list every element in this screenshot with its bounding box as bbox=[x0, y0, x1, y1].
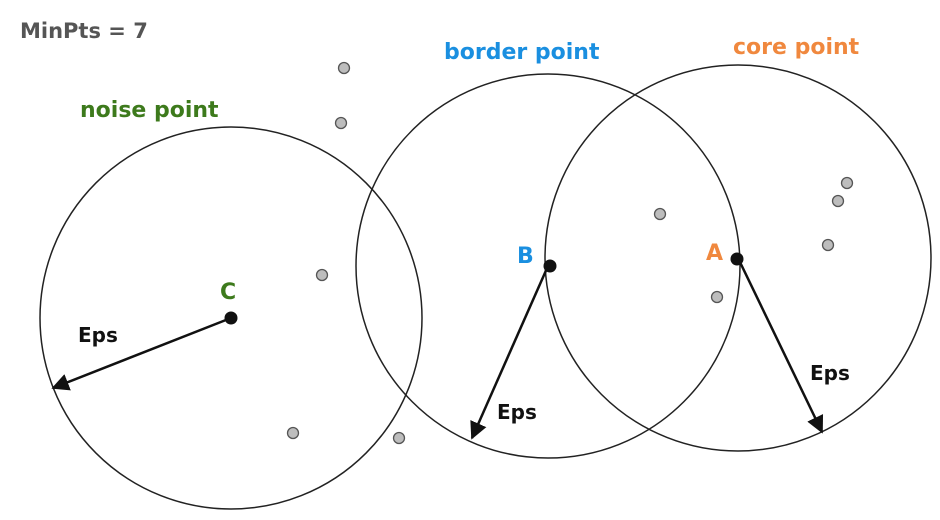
core-point-label: core point bbox=[733, 35, 860, 60]
neighbor-point bbox=[821, 238, 835, 252]
point-a bbox=[730, 252, 744, 266]
point-c-label: C bbox=[220, 280, 236, 305]
neighbor-point bbox=[286, 426, 300, 440]
neighbor-point bbox=[653, 207, 667, 221]
core-eps-circle bbox=[544, 64, 932, 452]
border-point-label: border point bbox=[444, 40, 600, 65]
point-b-label: B bbox=[517, 244, 534, 269]
neighbor-point bbox=[315, 268, 329, 282]
border-eps-label: Eps bbox=[497, 400, 537, 424]
noise-label-backing bbox=[76, 92, 240, 124]
neighbor-point bbox=[334, 116, 348, 130]
noise-eps-circle bbox=[39, 126, 423, 510]
noise-eps-label: Eps bbox=[78, 323, 118, 347]
neighbor-point bbox=[840, 176, 854, 190]
point-b bbox=[543, 259, 557, 273]
border-eps-arrow bbox=[470, 265, 550, 440]
neighbor-point bbox=[337, 61, 351, 75]
neighbor-point bbox=[392, 431, 406, 445]
noise-eps-arrow bbox=[51, 316, 232, 391]
point-a-label: A bbox=[706, 241, 723, 266]
point-c bbox=[224, 311, 238, 325]
core-eps-arrow bbox=[736, 257, 824, 434]
neighbor-point bbox=[710, 290, 724, 304]
border-eps-circle bbox=[355, 73, 741, 459]
minpts-label: MinPts = 7 bbox=[20, 19, 148, 43]
neighbor-points bbox=[286, 61, 854, 445]
noise-point-label: noise point bbox=[80, 98, 219, 123]
core-eps-label: Eps bbox=[810, 361, 850, 385]
neighbor-point bbox=[831, 194, 845, 208]
